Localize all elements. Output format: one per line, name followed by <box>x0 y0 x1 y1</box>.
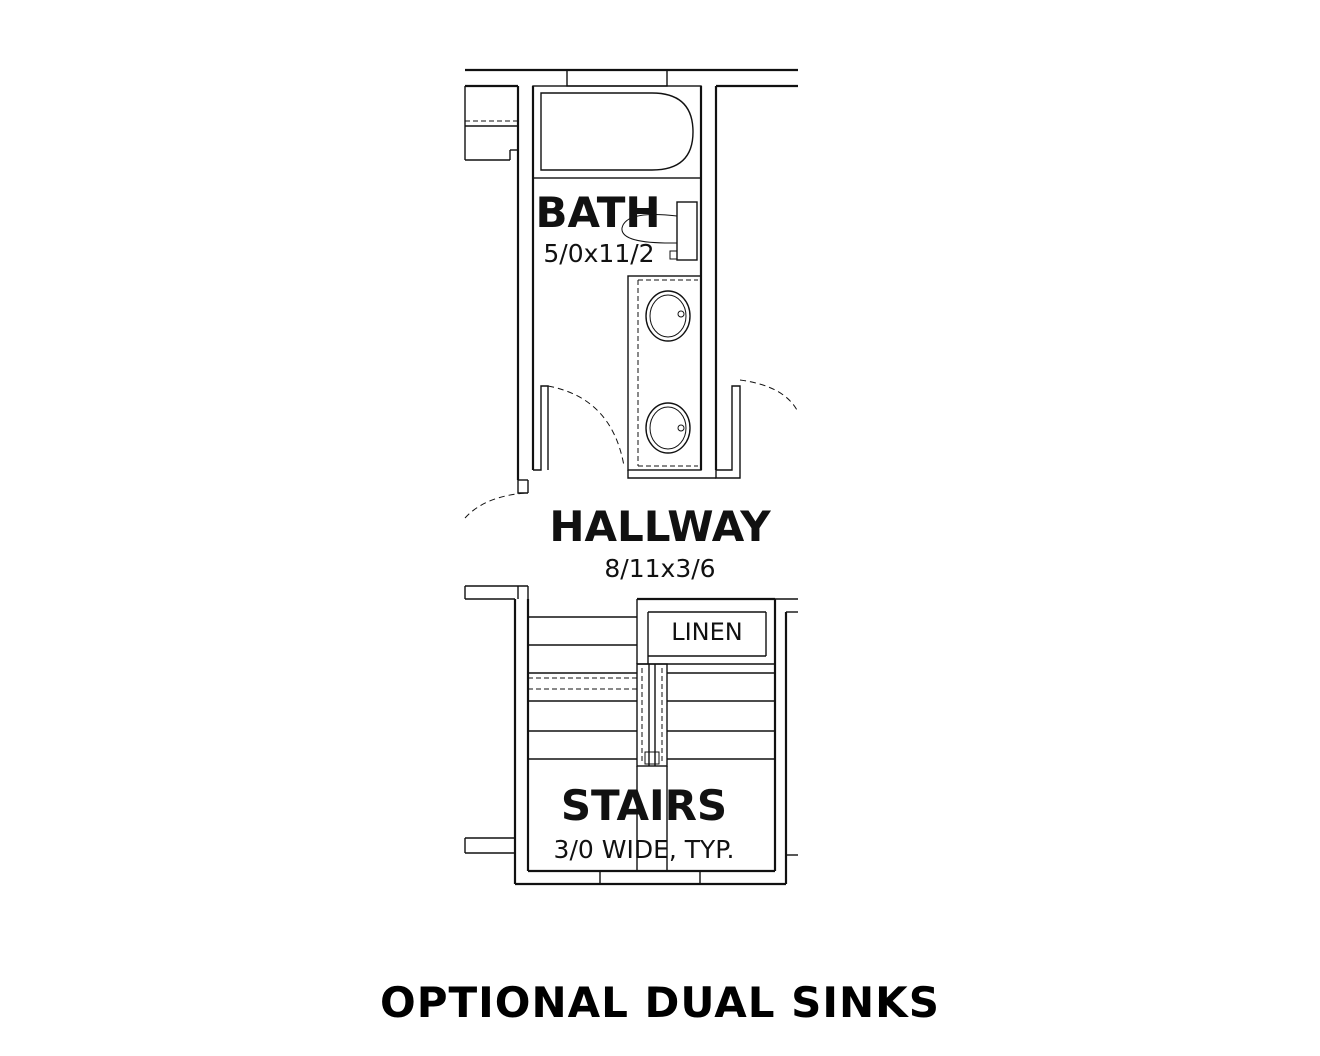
bath-dim-label: 5/0x11/2 <box>543 239 654 268</box>
door-swings <box>464 379 799 519</box>
stair-stringer <box>636 663 668 871</box>
top-exterior-wall <box>465 68 798 88</box>
toilet <box>621 201 698 261</box>
stairs-walls <box>464 585 798 886</box>
stair-treads <box>528 616 775 760</box>
dual-sink-vanity <box>627 275 702 471</box>
bath-name-label: BATH <box>535 188 660 237</box>
stairs-name-label: STAIRS <box>561 781 727 830</box>
hallway-name-label: HALLWAY <box>549 502 771 551</box>
stairs-dim-label: 3/0 WIDE, TYP. <box>554 835 735 864</box>
bathtub <box>532 85 702 179</box>
bath-walls <box>516 86 741 494</box>
left-closet-wall <box>464 86 518 161</box>
hallway-dim-label: 8/11x3/6 <box>604 554 715 583</box>
plan-caption: OPTIONAL DUAL SINKS <box>380 978 940 1027</box>
linen-label: LINEN <box>671 618 743 646</box>
